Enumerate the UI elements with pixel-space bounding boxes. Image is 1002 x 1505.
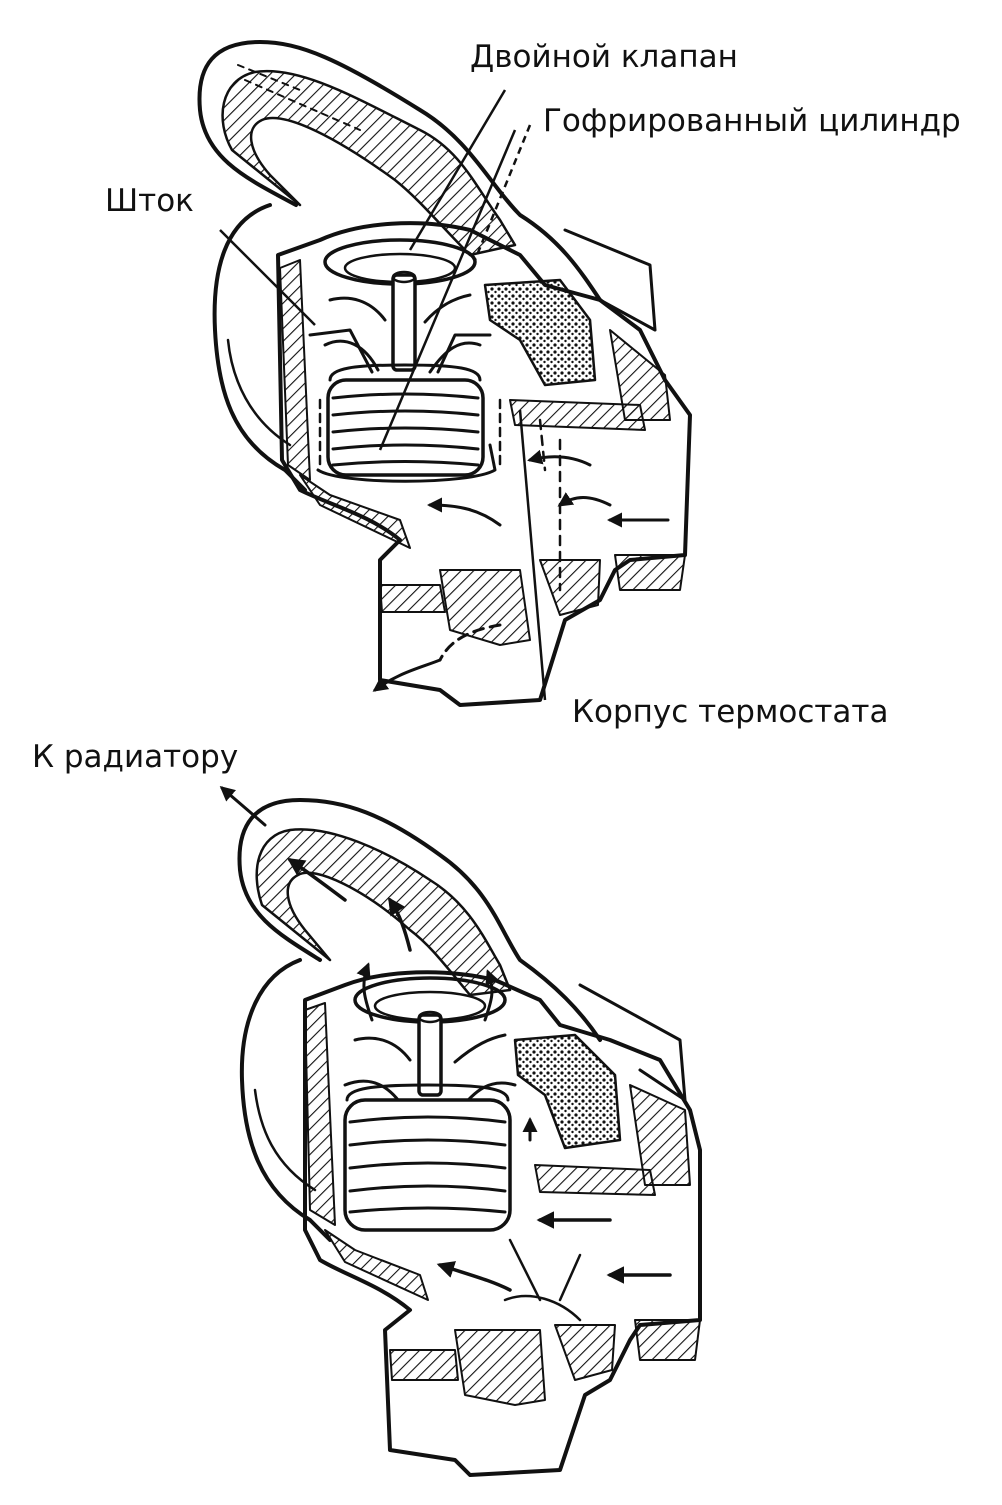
label-to-radiator: К радиатору	[32, 739, 239, 775]
top-stem	[391, 273, 417, 372]
bottom-gasket	[513, 1033, 622, 1150]
top-leader-lines	[219, 89, 547, 701]
bottom-bellows	[343, 1083, 512, 1232]
bottom-stem	[417, 1013, 443, 1097]
bottom-outlet-hose	[237, 798, 602, 1042]
label-stem: Шток	[105, 183, 194, 219]
top-housing-left	[212, 203, 307, 492]
top-hose-wall	[221, 69, 517, 257]
label-corrugated-cylinder: Гофрированный цилиндр	[543, 103, 961, 139]
label-double-valve: Двойной клапан	[470, 39, 738, 75]
top-gasket	[483, 278, 597, 387]
label-thermostat-body: Корпус термостата	[572, 694, 889, 730]
top-bellows	[316, 363, 497, 483]
top-thermostat-assembly	[197, 40, 692, 707]
top-outlet-hose	[197, 40, 602, 302]
bottom-hose-wall	[255, 828, 512, 997]
bottom-thermostat-assembly	[219, 786, 702, 1477]
bottom-housing-left	[239, 958, 332, 1242]
